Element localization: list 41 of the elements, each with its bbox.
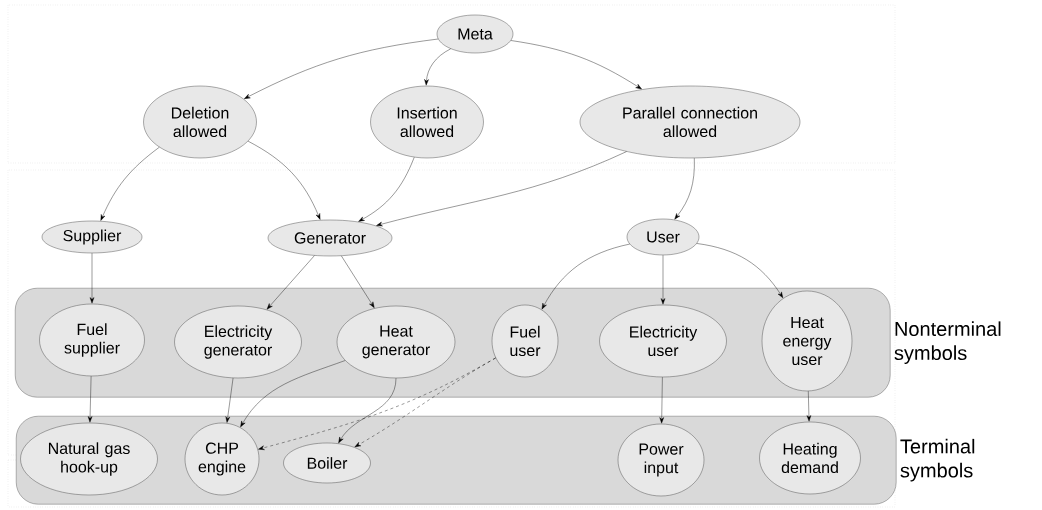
arrow xyxy=(354,357,496,448)
ellipse-node: User xyxy=(626,218,700,256)
arrow xyxy=(89,253,95,304)
ellipse-node: Natural gas hook-up xyxy=(20,422,158,496)
ellipse-node: Parallel connection allowed xyxy=(579,85,801,159)
ellipse-node: Power input xyxy=(617,423,705,497)
arrow xyxy=(376,151,627,227)
arrow xyxy=(338,378,397,444)
arrow xyxy=(266,255,315,310)
node-label: Terminal symbols xyxy=(900,438,975,482)
arrow xyxy=(341,255,375,308)
arrow xyxy=(100,147,160,221)
ellipse-node: Electricity generator xyxy=(174,305,302,379)
ellipse-node: Heat generator xyxy=(336,305,456,379)
arrow xyxy=(244,38,439,99)
arrow xyxy=(660,255,666,305)
ellipse-node: Fuel user xyxy=(491,304,559,378)
arrow xyxy=(247,140,321,220)
ellipse-node: Electricity user xyxy=(599,304,727,378)
ellipse-node: Deletion allowed xyxy=(143,85,257,159)
ellipse-node: Supplier xyxy=(41,220,143,254)
arrow xyxy=(358,157,415,222)
ellipse-node: Heat energy user xyxy=(761,290,853,392)
arrow xyxy=(659,377,664,424)
arrow xyxy=(806,390,812,422)
ellipse-node: Fuel supplier xyxy=(39,303,145,377)
arrow xyxy=(225,377,234,423)
arrow xyxy=(87,376,93,423)
arrow xyxy=(424,48,451,86)
ellipse-node: Generator xyxy=(267,219,393,257)
ellipse-node: Meta xyxy=(436,14,514,54)
ellipse-node: CHP engine xyxy=(184,422,260,496)
arrow xyxy=(696,243,784,298)
arrow xyxy=(240,360,346,428)
node-label: Nonterminal symbols xyxy=(894,321,1001,365)
arrow xyxy=(510,40,642,90)
ellipse-node: Heating demand xyxy=(759,421,861,495)
arrow xyxy=(674,157,695,220)
ellipse-node: Insertion allowed xyxy=(370,85,484,159)
ellipse-node: Boiler xyxy=(283,442,371,484)
arrow xyxy=(541,243,630,310)
